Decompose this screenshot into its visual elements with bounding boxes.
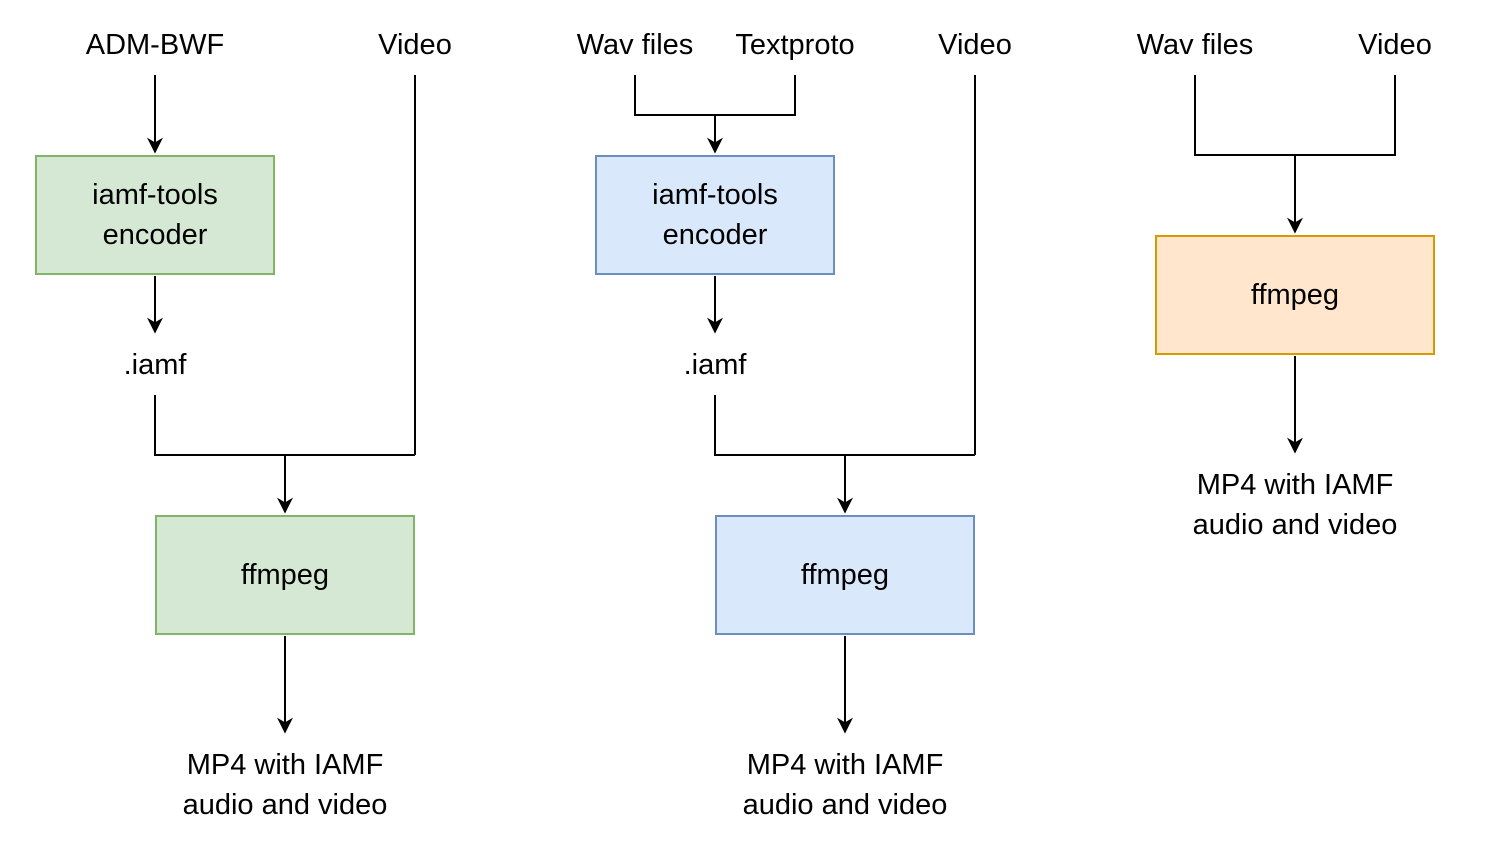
iamf-file-label-b: .iamf <box>683 349 747 381</box>
iamf-tools-encoder-box-a: iamf-tools encoder <box>35 155 275 275</box>
input-adm-bwf-label: ADM-BWF <box>85 29 225 61</box>
iamf-tools-encoder-box-b: iamf-tools encoder <box>595 155 835 275</box>
ffmpeg-box-a: ffmpeg <box>155 515 415 635</box>
edge-iamf-to-merge-b <box>714 395 975 456</box>
input-video-label-c: Video <box>1358 29 1432 61</box>
encoder-label-line1: iamf-tools <box>652 179 778 211</box>
output-label-b: MP4 with IAMF audio and video <box>743 745 948 825</box>
output-label-line2: audio and video <box>1192 509 1398 541</box>
edge-inputs-to-merge-c <box>1194 75 1396 156</box>
input-video-label-a: Video <box>378 29 452 61</box>
output-label-a: MP4 with IAMF audio and video <box>183 745 388 825</box>
ffmpeg-box-b: ffmpeg <box>715 515 975 635</box>
iamf-file-label-a: .iamf <box>123 349 187 381</box>
ffmpeg-box-c: ffmpeg <box>1155 235 1435 355</box>
input-textproto-label: Textproto <box>735 29 855 61</box>
input-video-label-b: Video <box>938 29 1012 61</box>
output-label-line1: MP4 with IAMF <box>746 749 944 781</box>
ffmpeg-label: ffmpeg <box>240 559 330 591</box>
edge-wav-to-merge-b <box>634 75 796 116</box>
edge-iamf-to-merge-a <box>154 395 415 456</box>
encoder-label-line2: encoder <box>102 219 208 251</box>
ffmpeg-label: ffmpeg <box>800 559 890 591</box>
input-wav-files-label-b: Wav files <box>576 29 694 61</box>
encoder-label-line1: iamf-tools <box>92 179 218 211</box>
encoder-label-line2: encoder <box>662 219 768 251</box>
output-label-line1: MP4 with IAMF <box>186 749 384 781</box>
output-label-line2: audio and video <box>182 789 388 821</box>
output-label-line2: audio and video <box>742 789 948 821</box>
input-wav-files-label-c: Wav files <box>1136 29 1254 61</box>
ffmpeg-label: ffmpeg <box>1250 279 1340 311</box>
output-label-c: MP4 with IAMF audio and video <box>1193 465 1398 545</box>
output-label-line1: MP4 with IAMF <box>1196 469 1394 501</box>
